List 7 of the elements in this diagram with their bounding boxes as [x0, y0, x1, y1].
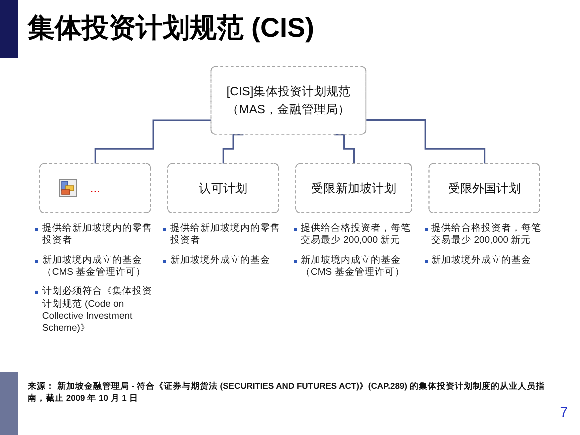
connector: [94, 120, 212, 165]
source-note: 来源： 新加坡金融管理局 - 符合《证券与期货法 (SECURITIES AND FUTURES ACT)》(CAP.289) 的集体投资计划制度的从业人员指南，截止 2009 年 10 月 1 日: [28, 380, 546, 405]
slide-title: 集体投资计划规范 (CIS): [28, 12, 314, 45]
page-number: 7: [560, 404, 568, 420]
connector: [366, 119, 486, 165]
connector: [334, 134, 356, 165]
connector: [222, 134, 244, 165]
